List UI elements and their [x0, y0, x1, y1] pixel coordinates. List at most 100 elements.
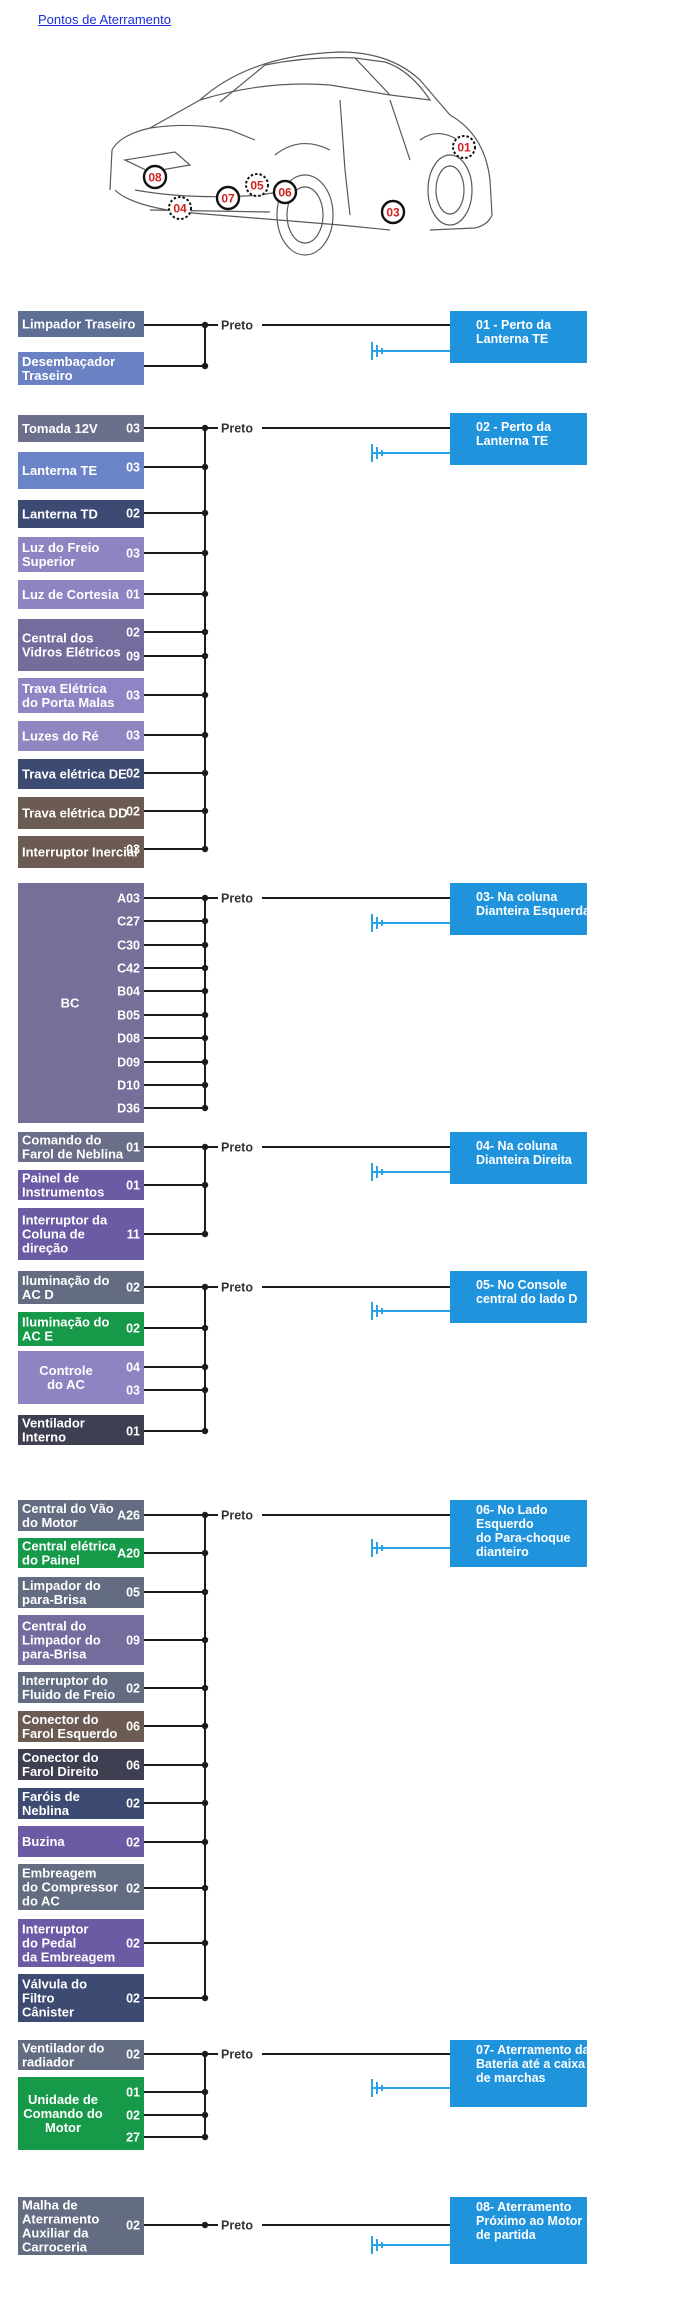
- ground-symbol-icon: [371, 2079, 442, 2097]
- component-box-bg: [18, 537, 144, 572]
- component-label: Tomada 12V: [22, 421, 98, 436]
- component-box-bg: [18, 2077, 144, 2150]
- marker-circle: [142, 164, 168, 190]
- component-label: Trava Elétrica: [22, 681, 107, 696]
- component-label: Interruptor Inercial: [22, 845, 138, 860]
- pin-label: 02: [126, 507, 140, 521]
- component-box-bg: [18, 836, 144, 868]
- component-box[interactable]: Limpador Traseiro: [18, 311, 144, 337]
- wire-color-label: Preto: [221, 2048, 253, 2062]
- pin-label: 06: [126, 1720, 140, 1734]
- component-label: Ventilador: [22, 1416, 85, 1431]
- component-label: Embreagem: [22, 1866, 96, 1881]
- ground-point-label: 07- Aterramento da: [476, 2043, 591, 2057]
- component-box-bg: [18, 1415, 144, 1445]
- component-label: Painel de: [22, 1171, 79, 1186]
- component-label: Interno: [22, 1430, 66, 1445]
- component-label: direção: [22, 1241, 68, 1256]
- component-label: para-Brisa: [22, 1592, 87, 1607]
- car-marker-06: 06: [272, 179, 298, 205]
- component-label: Conector do: [22, 1750, 99, 1765]
- component-label: Faróis de: [22, 1789, 80, 1804]
- component-box-bg: [18, 1208, 144, 1260]
- ground-point-label: de marchas: [476, 2071, 546, 2085]
- component-label: Ventilador do: [22, 2041, 104, 2056]
- component-label: do Compressor: [22, 1880, 118, 1895]
- pin-label: 02: [126, 1882, 140, 1896]
- marker-label: 05: [250, 179, 264, 193]
- ground-symbol-icon: [371, 444, 442, 462]
- wire-color-label: Preto: [221, 1141, 253, 1155]
- marker-circle: [168, 196, 192, 220]
- wire-label-bg: [218, 2045, 262, 2061]
- pin-label: 02: [126, 1797, 140, 1811]
- pin-label: 03: [126, 1384, 140, 1398]
- pin-label: B04: [117, 985, 140, 999]
- ground-symbol-icon: [371, 1302, 442, 1320]
- pin-label: 01: [126, 588, 140, 602]
- ground-symbol-icon: [371, 342, 442, 360]
- component-box-bg: [18, 1132, 144, 1162]
- pin-label: 09: [126, 650, 140, 664]
- pin-label: A03: [117, 892, 140, 906]
- component-label: do Pedal: [22, 1936, 76, 1951]
- component-label: Motor: [45, 2120, 81, 2135]
- pin-label: 01: [126, 1141, 140, 1155]
- component-box-bg: [18, 1711, 144, 1742]
- pin-label: 04: [126, 1361, 140, 1375]
- pin-label: 11: [127, 1228, 140, 1242]
- page-title-link[interactable]: Pontos de Aterramento: [38, 12, 171, 27]
- component-box-bg: [18, 1351, 144, 1404]
- component-box-bg: [18, 452, 144, 489]
- wire-label-bg: [218, 316, 262, 332]
- component-label: Luz do Freio: [22, 540, 99, 555]
- car-marker-08: 08: [142, 164, 168, 190]
- ground-point-bg: [450, 413, 587, 465]
- pin-label: 02: [126, 1992, 140, 2006]
